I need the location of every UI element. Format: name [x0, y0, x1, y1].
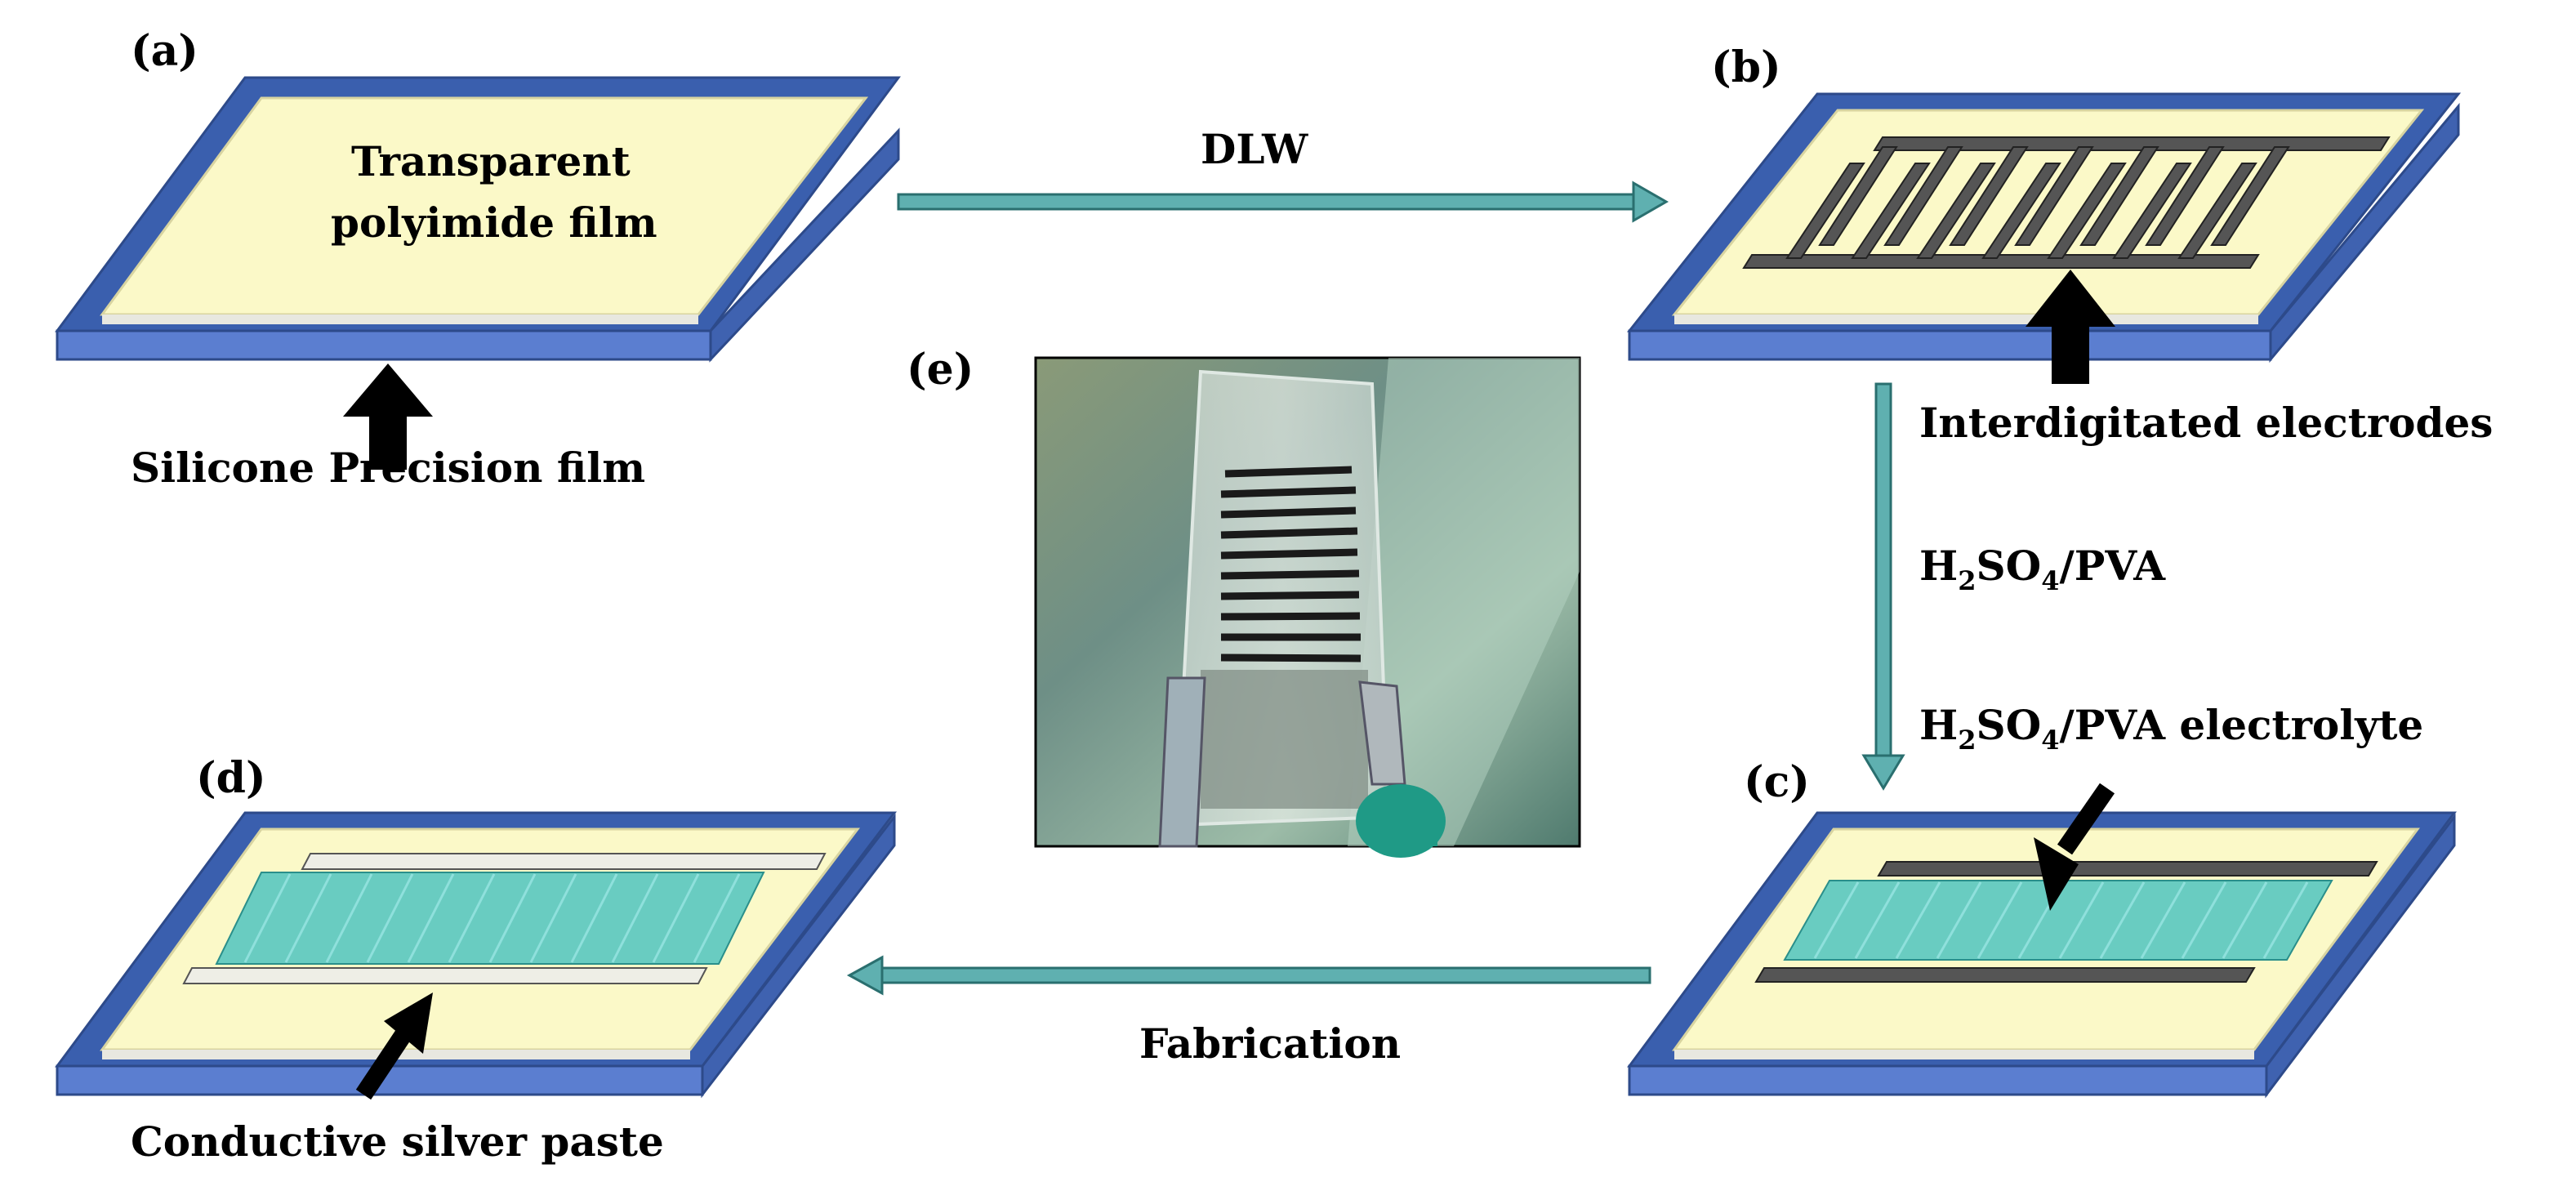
fabrication-label: Fabrication — [1139, 1019, 1401, 1068]
film-label-line1: Transparent — [351, 137, 631, 185]
device-photo — [1034, 356, 1581, 858]
panel-c: (c) — [1627, 757, 2457, 1099]
arrow-c-to-d: Fabrication — [846, 955, 1651, 1068]
electrolyte-fingers-d — [243, 873, 741, 963]
pointer-arrow-b — [2026, 270, 2115, 384]
dlw-label: DLW — [1201, 125, 1308, 173]
substrate-side-front — [56, 329, 712, 361]
panel-e-label: (e) — [907, 345, 974, 395]
film-label-line2: polyimide film — [331, 198, 657, 247]
silver-paste-top — [301, 853, 827, 870]
panel-d: (d) Conductive silver paste — [55, 753, 898, 1166]
silicone-label: Silicone Precision film — [131, 444, 645, 492]
arrow-a-to-b: DLW — [897, 125, 1669, 223]
pointer-arrow-d — [355, 992, 433, 1100]
film-edge — [102, 314, 698, 324]
panel-d-label: (d) — [196, 753, 266, 803]
photo-electrodes — [1220, 466, 1362, 662]
silver-paste-label: Conductive silver paste — [131, 1117, 664, 1166]
electrolyte-layer-d — [215, 872, 765, 965]
electrode-bar-bottom — [1754, 967, 2256, 983]
panel-b: (b) Interdigitated electrodes — [1626, 42, 2493, 447]
pointer-arrow-c — [2034, 783, 2115, 911]
electrolyte-layer — [1783, 880, 2333, 961]
electrodes-label: Interdigitated electrodes — [1919, 399, 2493, 447]
electrolyte-label: H2SO4/PVA electrolyte — [1919, 701, 2423, 756]
panel-c-label: (c) — [1744, 757, 1810, 807]
panel-a: (a) Transparent polyimide film Silicone … — [55, 26, 901, 492]
panel-b-label: (b) — [1711, 42, 1781, 92]
substrate-side-right — [709, 127, 900, 363]
electrode-bar-top — [1877, 861, 2378, 877]
h2so4-pva-label: H2SO4/PVA — [1919, 542, 2166, 596]
panel-e: (e) — [907, 345, 1581, 858]
panel-a-label: (a) — [131, 26, 198, 76]
pointer-arrow-a — [343, 364, 433, 470]
interdigitated-electrodes — [1742, 136, 2391, 269]
silver-paste-bottom — [182, 967, 708, 984]
